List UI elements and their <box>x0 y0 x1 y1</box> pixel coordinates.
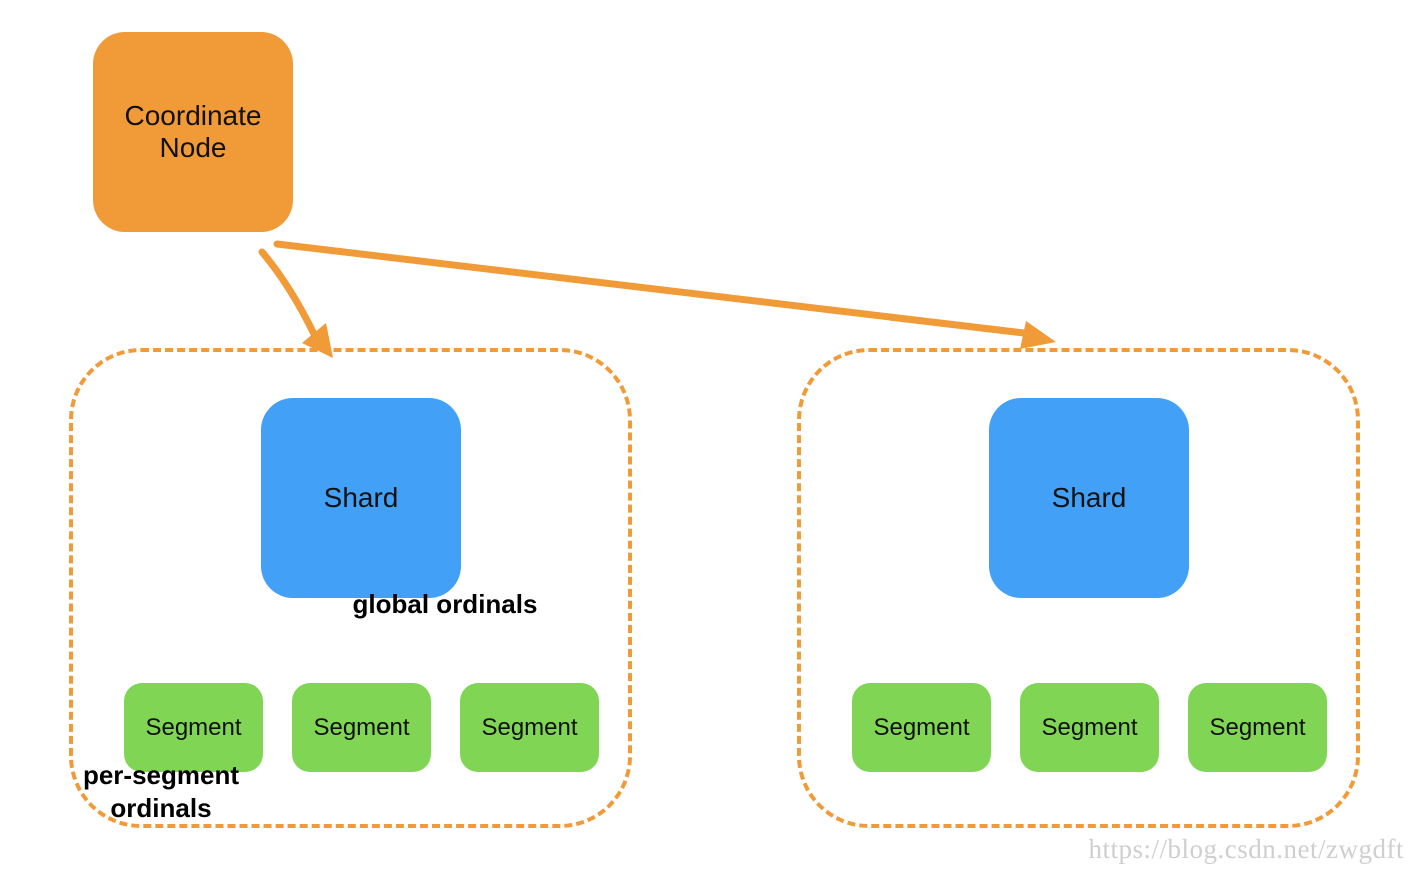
left-shard-group <box>69 348 632 828</box>
right-shard-group <box>797 348 1360 828</box>
shard-label: Shard <box>323 482 399 513</box>
shard-right: Shard <box>989 398 1189 598</box>
per-segment-ordinals-annotation: per-segment ordinals <box>82 760 240 823</box>
coordinate-node-label: Coordinate Node <box>124 100 262 163</box>
segment-label: Segment <box>145 713 242 741</box>
segment-label: Segment <box>481 713 578 741</box>
arrow-to-right-group <box>273 240 1056 349</box>
segment-right-3: Segment <box>1188 683 1327 772</box>
segment-label: Segment <box>1209 713 1306 741</box>
segment-left-3: Segment <box>460 683 599 772</box>
segment-left-2: Segment <box>292 683 431 772</box>
shard-label: Shard <box>1051 482 1127 513</box>
coordinate-node: Coordinate Node <box>93 32 293 232</box>
segment-right-2: Segment <box>1020 683 1159 772</box>
segment-label: Segment <box>873 713 970 741</box>
watermark: https://blog.csdn.net/zwgdft <box>1088 834 1404 864</box>
segment-right-1: Segment <box>852 683 991 772</box>
segment-label: Segment <box>1041 713 1138 741</box>
arrow-to-left-group <box>258 248 333 358</box>
shard-left: Shard <box>261 398 461 598</box>
segment-left-1: Segment <box>124 683 263 772</box>
global-ordinals-annotation: global ordinals <box>352 589 538 619</box>
segment-label: Segment <box>313 713 410 741</box>
